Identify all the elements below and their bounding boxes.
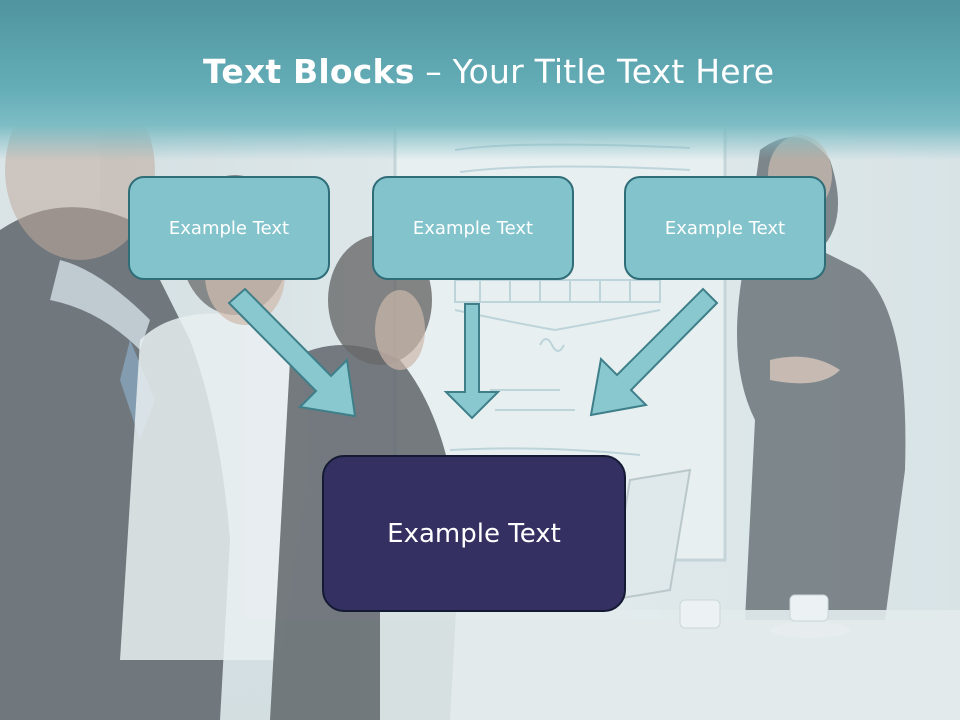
arrow-right bbox=[589, 287, 719, 417]
title-separator: – bbox=[414, 52, 453, 91]
text-block-3: Example Text bbox=[624, 176, 826, 280]
arrow-middle bbox=[443, 303, 501, 420]
title-band bbox=[0, 0, 960, 160]
center-text-block: Example Text bbox=[322, 455, 626, 612]
arrow-left bbox=[227, 287, 357, 418]
slide-title: Text Blocks – Your Title Text Here bbox=[203, 52, 774, 91]
text-block-2: Example Text bbox=[372, 176, 574, 280]
text-block-3-label: Example Text bbox=[664, 217, 786, 239]
center-text-block-label: Example Text bbox=[387, 518, 561, 549]
title-bold: Text Blocks bbox=[203, 52, 415, 91]
title-rest: Your Title Text Here bbox=[452, 52, 775, 91]
text-block-1-label: Example Text bbox=[168, 217, 290, 239]
text-block-2-label: Example Text bbox=[412, 217, 534, 239]
text-block-1: Example Text bbox=[128, 176, 330, 280]
